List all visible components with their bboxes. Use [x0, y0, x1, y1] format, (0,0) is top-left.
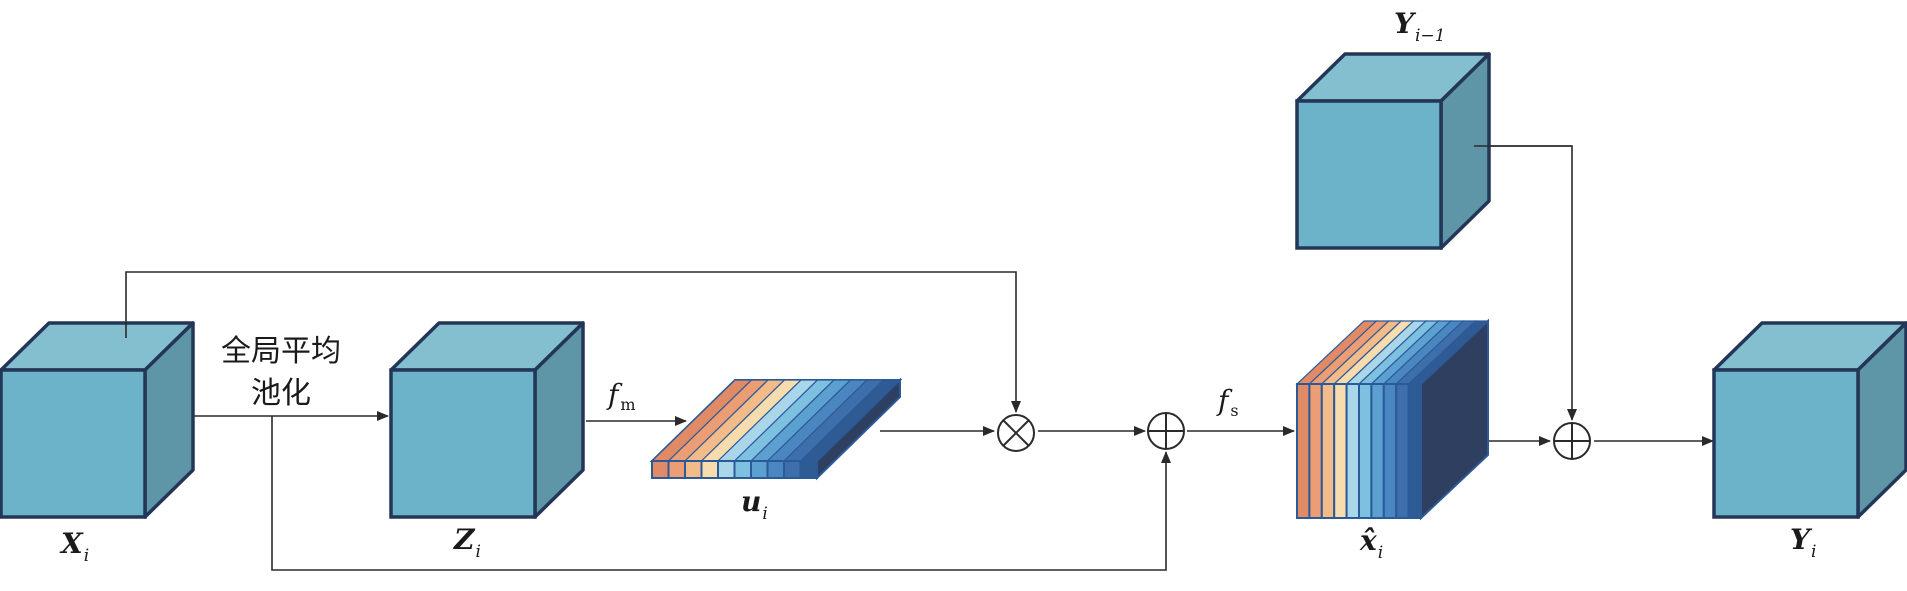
cube-yi: [1712, 321, 1907, 519]
label-y-prev: Yi−1: [1394, 7, 1446, 46]
slab-front-cell: [783, 460, 802, 479]
cube-front-face: [0, 368, 147, 519]
slab-front-cell: [717, 460, 736, 479]
volume-front-slice: [1358, 383, 1373, 519]
cube-xi: [0, 321, 195, 519]
volume-front-slice: [1382, 383, 1398, 519]
label-zi: Zi: [453, 523, 481, 562]
gap-label-line1: 全局平均: [221, 334, 341, 369]
slab-front-cell: [733, 460, 752, 479]
circle-times-icon: [997, 414, 1035, 452]
volume-front-slice: [1395, 383, 1410, 519]
cube-front-face: [1712, 368, 1860, 519]
cube-zi: [389, 321, 585, 519]
channel-weight-slab: [649, 377, 903, 481]
label-xhat-i: x̂i: [1359, 524, 1383, 563]
slab-front-cell: [700, 460, 719, 479]
recalibrated-feature-volume: [1295, 318, 1490, 521]
label-ui: ui: [741, 485, 768, 524]
circle-plus-icon: [1553, 422, 1591, 460]
volume-front-slice: [1345, 383, 1360, 519]
cube-y-prev: [1295, 52, 1491, 250]
volume-front-slice: [1308, 383, 1323, 519]
slab-front-cell: [651, 460, 670, 479]
gap-label-line2: 池化: [251, 376, 311, 411]
label-xi: Xi: [59, 527, 89, 566]
circle-plus-icon: [1147, 412, 1185, 450]
cube-front-face: [1295, 99, 1443, 250]
slab-front-cell: [684, 460, 703, 479]
label-yi: Yi: [1790, 523, 1816, 562]
skip-line-xi-to-multiply: [125, 271, 1021, 413]
slab-front-cell: [667, 460, 686, 479]
volume-front-slice: [1407, 383, 1422, 519]
slab-front-cell: [766, 460, 785, 479]
volume-front-slice: [1370, 383, 1385, 519]
cube-front-face: [389, 368, 537, 519]
volume-front-slice: [1333, 383, 1348, 519]
slab-front-cell: [750, 460, 769, 479]
volume-front-slice: [1296, 383, 1311, 519]
skip-line-xi-to-add: [271, 416, 1171, 571]
volume-front-slice: [1320, 383, 1336, 519]
slab-front-cell: [799, 460, 818, 479]
